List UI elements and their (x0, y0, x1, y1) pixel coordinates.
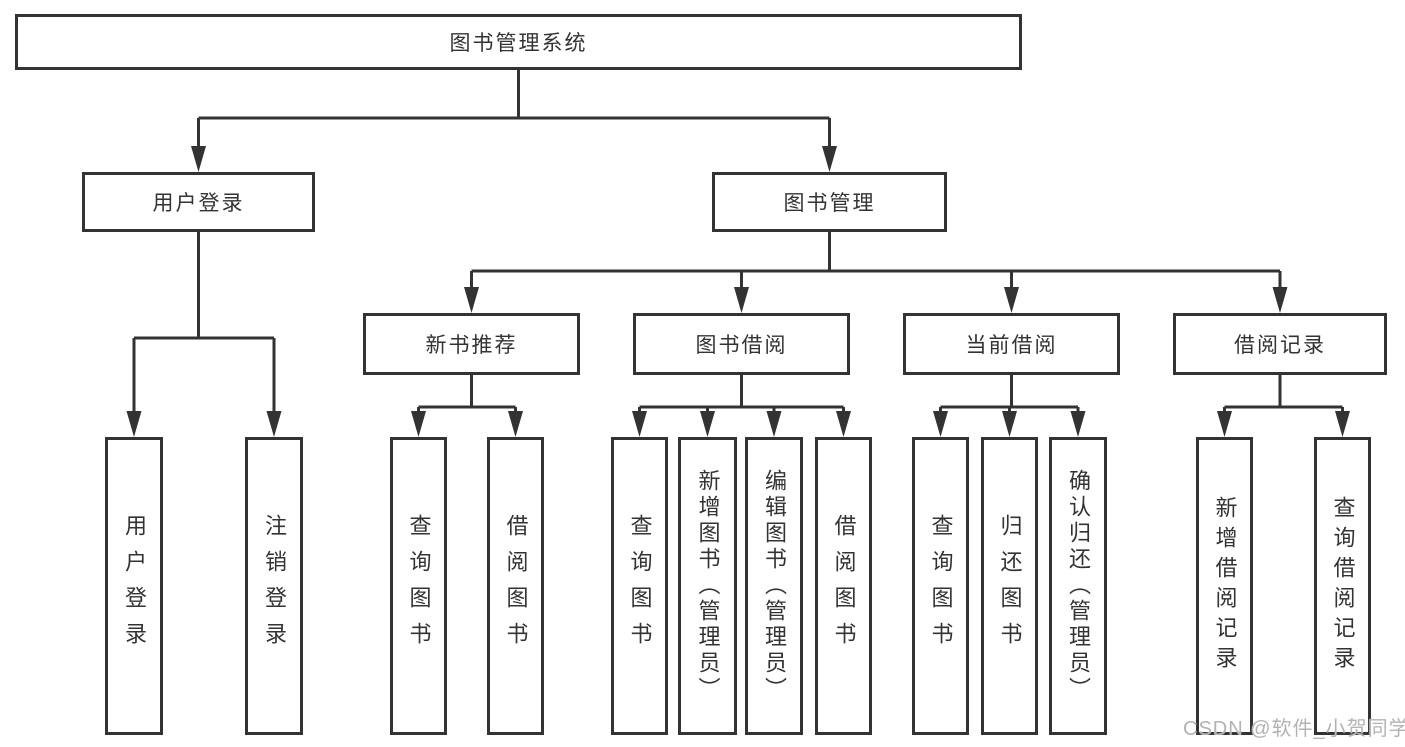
node-label: 图书管理 (783, 192, 876, 215)
leaf-label: 新增图书（管理员） (695, 469, 721, 703)
leaf-query-books-borrowing: 查询图书 (611, 437, 668, 735)
leaf-label: 查询图书 (928, 514, 954, 658)
leaf-label: 注销登录 (262, 514, 287, 658)
leaf-label: 查询图书 (627, 514, 653, 658)
node-library-management-system: 图书管理系统 (15, 14, 1022, 70)
node-book-borrowing: 图书借阅 (633, 313, 850, 375)
leaf-add-borrow-record: 新增借阅记录 (1196, 437, 1253, 735)
leaf-label: 用户登录 (122, 514, 147, 658)
node-label: 新书推荐 (425, 334, 518, 357)
leaf-logout: 注销登录 (245, 437, 303, 735)
leaf-label: 借阅图书 (831, 514, 857, 658)
node-label: 图书管理系统 (449, 32, 588, 55)
node-new-book-recommendation: 新书推荐 (363, 313, 580, 375)
leaf-borrow-books-borrowing: 借阅图书 (815, 437, 872, 735)
node-label: 当前借阅 (965, 334, 1058, 357)
leaf-edit-books-admin: 编辑图书（管理员） (745, 437, 803, 735)
leaf-confirm-return-admin: 确认归还（管理员） (1049, 437, 1107, 735)
leaf-label: 归还图书 (997, 514, 1023, 658)
leaf-label: 确认归还（管理员） (1066, 469, 1091, 703)
leaf-label: 编辑图书（管理员） (762, 469, 787, 703)
node-current-borrowing: 当前借阅 (903, 313, 1120, 375)
leaf-query-books-current: 查询图书 (912, 437, 969, 735)
leaf-user-login: 用户登录 (105, 437, 163, 735)
leaf-label: 查询借阅记录 (1330, 496, 1356, 676)
node-label: 借阅记录 (1234, 334, 1326, 357)
node-borrowing-records: 借阅记录 (1173, 313, 1387, 375)
leaf-query-borrow-record: 查询借阅记录 (1314, 437, 1371, 735)
node-user-login: 用户登录 (82, 172, 315, 232)
node-label: 图书借阅 (695, 334, 788, 357)
leaf-label: 借阅图书 (503, 514, 529, 658)
csdn-watermark: CSDN @软件_小贺同学 (1183, 718, 1405, 740)
leaf-label: 查询图书 (406, 514, 432, 658)
node-book-management: 图书管理 (712, 172, 947, 232)
leaf-query-books-recommend: 查询图书 (390, 437, 447, 735)
node-label: 用户登录 (152, 192, 245, 215)
leaf-borrow-books-recommend: 借阅图书 (487, 437, 544, 735)
leaf-label: 新增借阅记录 (1212, 496, 1238, 676)
leaf-return-books: 归还图书 (981, 437, 1038, 735)
leaf-add-books-admin: 新增图书（管理员） (678, 437, 737, 735)
